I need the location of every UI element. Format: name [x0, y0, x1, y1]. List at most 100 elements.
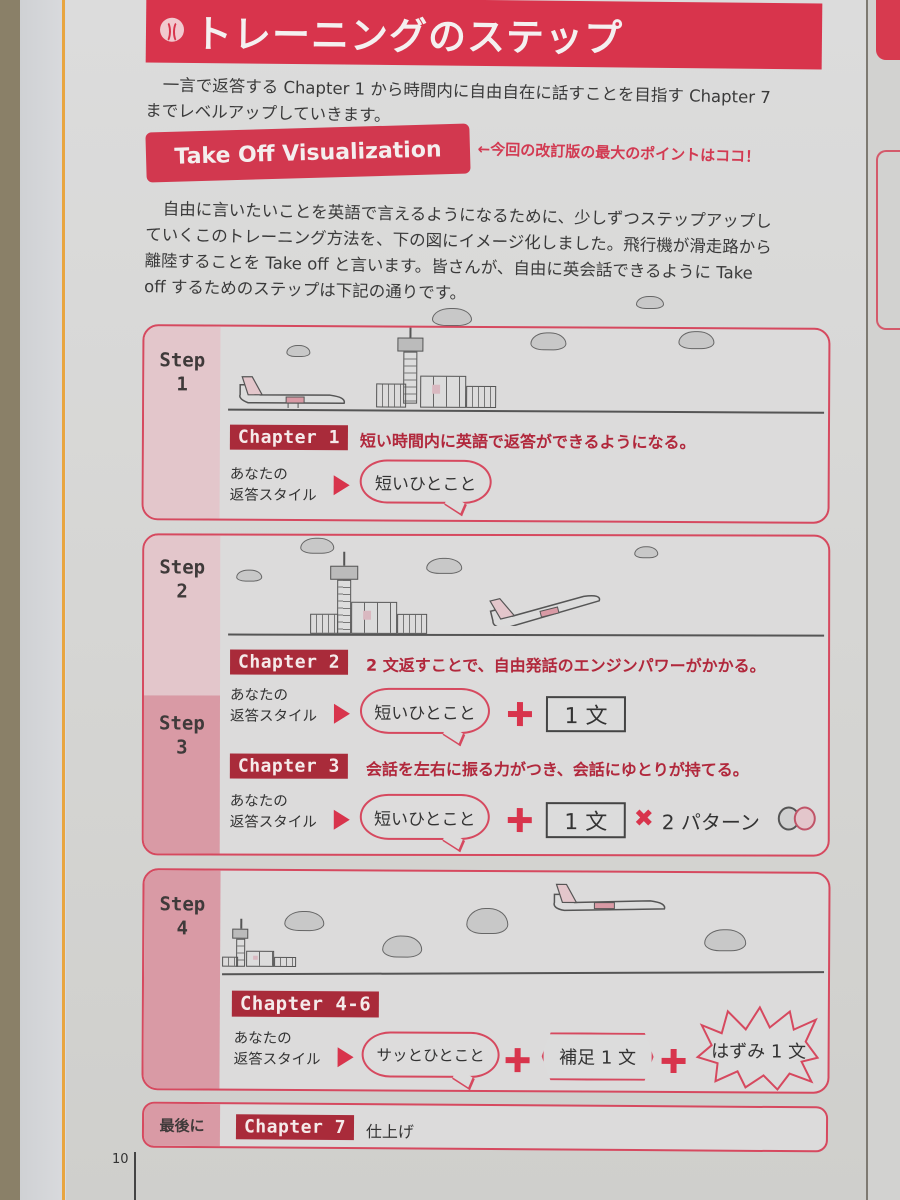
control-tower-cab: [330, 565, 359, 580]
plus-icon: [508, 702, 532, 726]
body-paragraph: 自由に言いたいことを英語で言えるようになるために、少しずつステップアップし てい…: [144, 196, 832, 314]
chapter-tag: Chapter 2: [230, 649, 349, 675]
step-label: Step 3: [144, 711, 220, 759]
page-title: トレーニングのステップ: [193, 11, 624, 60]
style-label-line: あなたの: [229, 793, 288, 810]
building: [274, 956, 297, 968]
cloud-icon: [466, 907, 509, 935]
step-number: 1: [176, 373, 188, 396]
baseballs-icon: [776, 805, 820, 833]
cloud-icon: [678, 331, 715, 350]
airplane-takeoff-icon: [489, 595, 601, 627]
cloud-icon: [382, 935, 423, 958]
building: [376, 383, 407, 408]
step-label: Step 1: [144, 348, 220, 396]
runway-line: [228, 633, 825, 637]
speech-bubble: 短いひとこと: [359, 459, 492, 505]
building: [466, 385, 497, 409]
momentum-sentence: はずみ 1 文: [711, 1041, 807, 1063]
page-edge-orange-line: [62, 0, 65, 1200]
step-label: Step 2: [144, 555, 220, 603]
style-label: あなたの 返答スタイル: [230, 792, 317, 834]
building: [397, 613, 428, 634]
cloud-icon: [432, 308, 472, 326]
sentence-box: 1 文: [545, 696, 626, 733]
airplane-icon: [239, 376, 346, 409]
plus-icon: [662, 1049, 686, 1073]
runway-line: [228, 408, 825, 414]
cloud-icon: [636, 296, 664, 309]
style-label: あなたの 返答スタイル: [230, 465, 317, 507]
step-2-3-card: Step 2 Step 3 Chapter 2 2 文返すことで、自由発話のエン…: [141, 533, 831, 857]
chapter-description: 2 文返すことで、自由発話のエンジンパワーがかかる。: [366, 655, 766, 676]
cloud-icon: [236, 569, 263, 582]
burst-shape-icon: [695, 1005, 820, 1092]
control-tower-cab: [397, 337, 424, 352]
step-word: Step: [159, 893, 206, 916]
arrow-right-icon: [337, 1047, 354, 1068]
tower-mast: [343, 551, 346, 566]
cloud-icon: [634, 546, 659, 559]
cloud-icon: [286, 344, 311, 358]
cloud-icon: [530, 332, 567, 351]
step-number: 4: [176, 917, 189, 940]
cloud-icon: [284, 910, 325, 932]
airplane-flying-icon: [553, 883, 666, 912]
step-word: Step: [159, 349, 206, 372]
step-4-card: Step 4 Chapter 4-6 あなたの 返答スタイル サッとひとこと 補…: [141, 868, 831, 1094]
cloud-icon: [704, 929, 747, 952]
terminal-building: [351, 601, 398, 634]
chapter-tag: Chapter 1: [229, 424, 349, 451]
chapter-tag: Chapter 4-6: [231, 990, 380, 1018]
style-label: あなたの 返答スタイル: [234, 1029, 321, 1071]
step-label: Step 4: [144, 892, 220, 940]
plus-icon: [506, 1048, 530, 1072]
control-tower-cab: [232, 928, 249, 939]
step-word: Step: [159, 556, 206, 579]
chapter-description: 会話を左右に振る力がつき、会話にゆとりが持てる。: [365, 759, 749, 780]
style-label-line: あなたの: [229, 687, 289, 704]
pattern-count: 2 パターン: [661, 810, 760, 835]
style-label-line: 返答スタイル: [229, 487, 317, 505]
style-label-line: あなたの: [233, 1030, 292, 1047]
arrow-right-icon: [333, 809, 350, 830]
chapter-tag: Chapter 7: [235, 1114, 355, 1141]
chapter-tag: Chapter 3: [229, 753, 348, 779]
chapter-description: 短い時間内に英語で返答ができるようになる。: [359, 431, 696, 453]
facing-page-red-tab: [876, 0, 900, 60]
section-heading: Take Off Visualization: [145, 123, 471, 183]
tower-mast: [240, 918, 243, 929]
step-1-card: Step 1 Chapter 1 短い時間内に英語で返答ができるようになる。 あ…: [141, 324, 831, 524]
multiply-icon: ✖: [633, 804, 654, 833]
chapter-description: 仕上げ: [365, 1122, 415, 1142]
step-number: 3: [176, 736, 188, 759]
style-label-line: 返答スタイル: [229, 708, 317, 725]
arrow-right-icon: [333, 475, 350, 496]
speech-bubble: 短いひとこと: [359, 793, 490, 841]
style-label-line: 返答スタイル: [229, 814, 317, 831]
final-step-card: 最後に Chapter 7 仕上げ: [141, 1101, 829, 1153]
terminal-building: [420, 375, 467, 408]
style-label: あなたの 返答スタイル: [230, 686, 317, 728]
terminal-building: [246, 950, 275, 967]
final-label: 最後に: [143, 1103, 221, 1147]
plus-icon: [508, 808, 532, 832]
step-number: 2: [176, 580, 188, 603]
supplement-bubble: 補足 1 文: [541, 1032, 653, 1081]
baseball-icon: [159, 17, 185, 42]
cloud-icon: [300, 537, 335, 554]
speech-bubble: 短いひとこと: [359, 687, 491, 735]
page-number-rule: [134, 1152, 136, 1200]
style-label-line: 返答スタイル: [233, 1051, 321, 1069]
step-word: Step: [159, 712, 205, 735]
building: [222, 956, 239, 967]
facing-page-edge: [866, 0, 900, 1200]
sentence-box: 1 文: [545, 802, 626, 839]
facing-page-card-fragment: [876, 150, 900, 330]
page-number: 10: [112, 1152, 129, 1167]
speech-bubble: サッとひとこと: [361, 1031, 500, 1079]
style-label-line: あなたの: [229, 466, 288, 483]
title-banner: トレーニングのステップ: [145, 0, 823, 70]
cloud-icon: [426, 557, 463, 574]
arrow-right-icon: [333, 703, 350, 724]
